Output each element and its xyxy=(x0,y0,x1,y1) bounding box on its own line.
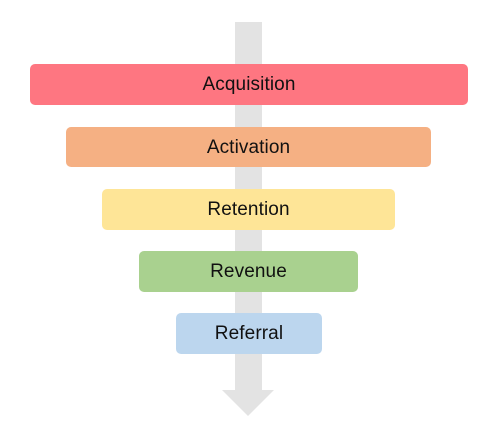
funnel-stage-referral: Referral xyxy=(176,313,322,354)
funnel-stage-retention: Retention xyxy=(102,189,395,230)
stage-label-revenue: Revenue xyxy=(210,261,287,282)
stage-label-retention: Retention xyxy=(207,199,290,220)
funnel-stage-revenue: Revenue xyxy=(139,251,358,292)
stage-label-activation: Activation xyxy=(206,136,291,158)
funnel-stage-acquisition: Acquisition xyxy=(30,64,468,105)
stage-label-referral: Referral xyxy=(214,323,284,344)
arrow-head xyxy=(222,390,274,416)
funnel-stage-activation: Activation xyxy=(66,127,431,167)
stage-label-acquisition: Acquisition xyxy=(202,74,296,95)
